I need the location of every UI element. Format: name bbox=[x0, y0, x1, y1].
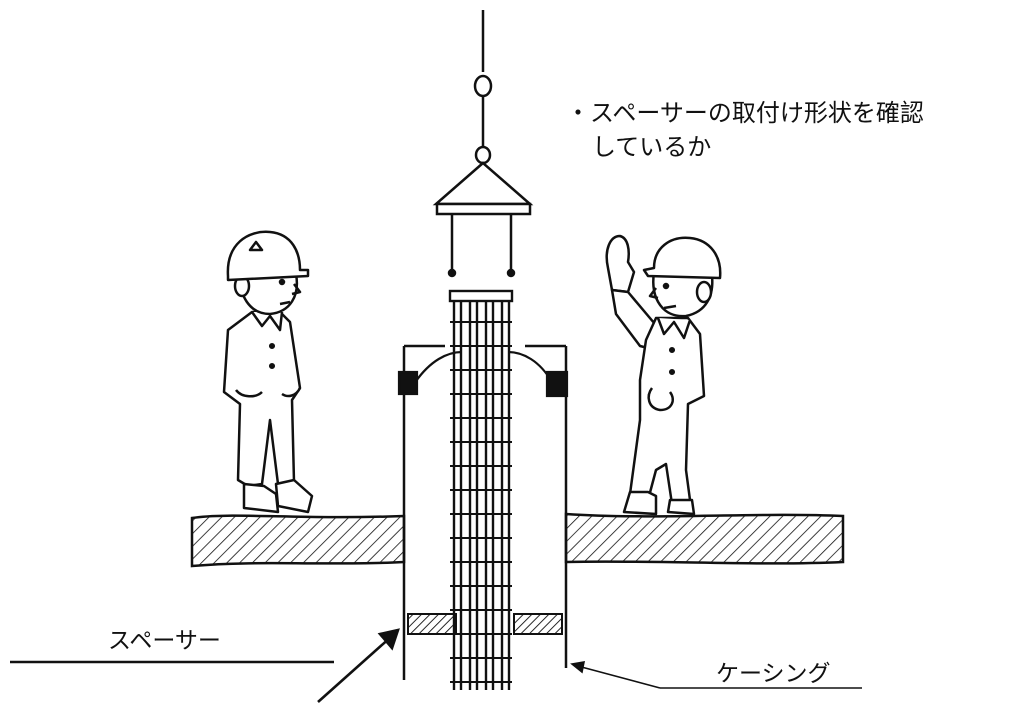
rebar-cage-icon bbox=[448, 289, 514, 690]
worker-right-icon bbox=[605, 234, 722, 516]
casing-label: ケーシング bbox=[716, 661, 831, 687]
annotation-note: ・スペーサーの取付け形状を確認 しているか bbox=[566, 96, 924, 164]
worker-left-icon bbox=[222, 230, 314, 514]
spacer-label: スペーサー bbox=[108, 628, 221, 654]
ground-left bbox=[190, 514, 406, 568]
spacer-pointer bbox=[10, 628, 400, 703]
casing-pointer bbox=[570, 661, 862, 689]
annotation-line-1: ・スペーサーの取付け形状を確認 bbox=[566, 99, 924, 127]
ground-right bbox=[564, 512, 845, 565]
spacer-arms bbox=[397, 350, 569, 398]
spacer-band bbox=[407, 613, 563, 635]
crane-hook-icon bbox=[432, 10, 534, 278]
annotation-line-2: しているか bbox=[592, 133, 712, 161]
casing bbox=[402, 344, 568, 680]
